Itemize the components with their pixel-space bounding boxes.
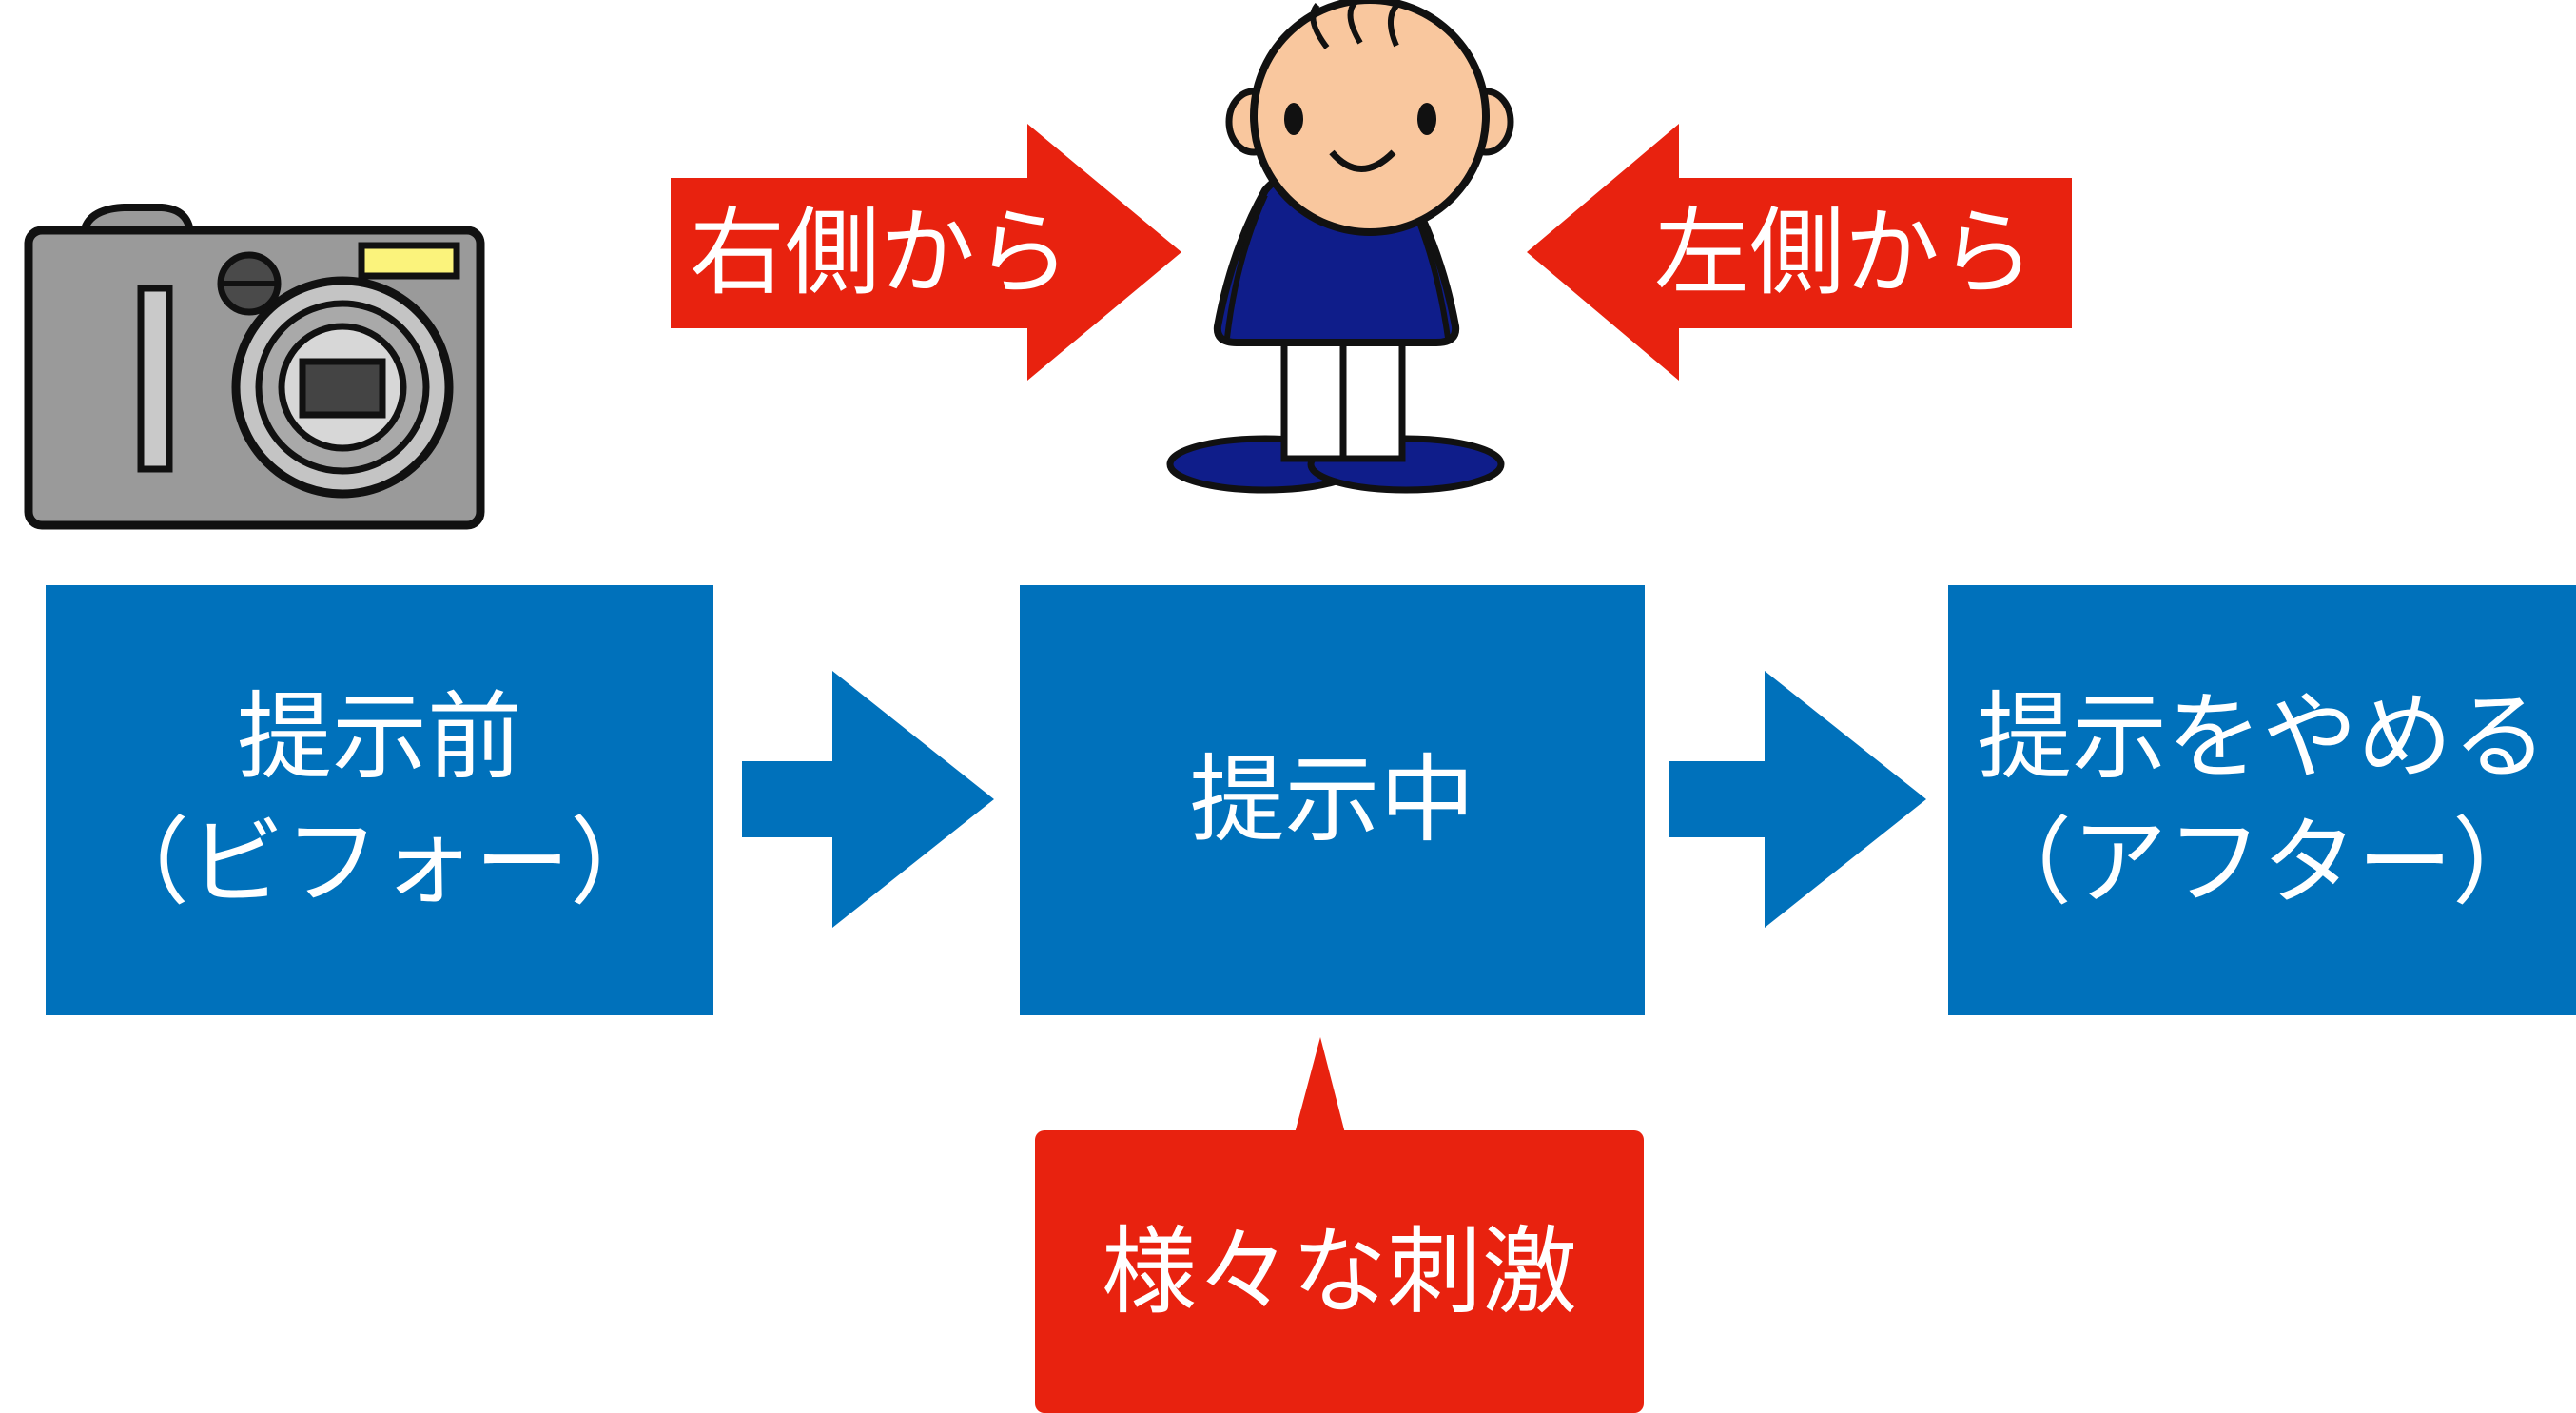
stage-during-title: 提示中 [1189, 744, 1475, 855]
left-side-arrow [1527, 124, 2072, 381]
camera-icon [24, 204, 485, 530]
flow-arrow-2 [1669, 671, 1926, 928]
stimulus-callout [1035, 1037, 1644, 1413]
stage-after: 提示をやめる （アフター） [1948, 585, 2576, 1015]
flow-arrow-1 [742, 671, 994, 928]
stage-during: 提示中 [1020, 585, 1645, 1015]
right-side-arrow [671, 124, 1181, 381]
stage-before-title: 提示前 [237, 681, 522, 793]
left-side-arrow-label: 左側から [1654, 197, 2035, 308]
stimulus-label: 様々な刺激 [1102, 1215, 1577, 1327]
stage-before-subtitle: （ビフォー） [94, 807, 665, 918]
right-side-arrow-label: 右側から [690, 197, 1070, 308]
stage-after-title: 提示をやめる [1977, 681, 2547, 793]
stage-after-subtitle: （アフター） [1977, 807, 2547, 918]
child-person-icon [1166, 0, 1514, 494]
stage-before: 提示前 （ビフォー） [46, 585, 713, 1015]
